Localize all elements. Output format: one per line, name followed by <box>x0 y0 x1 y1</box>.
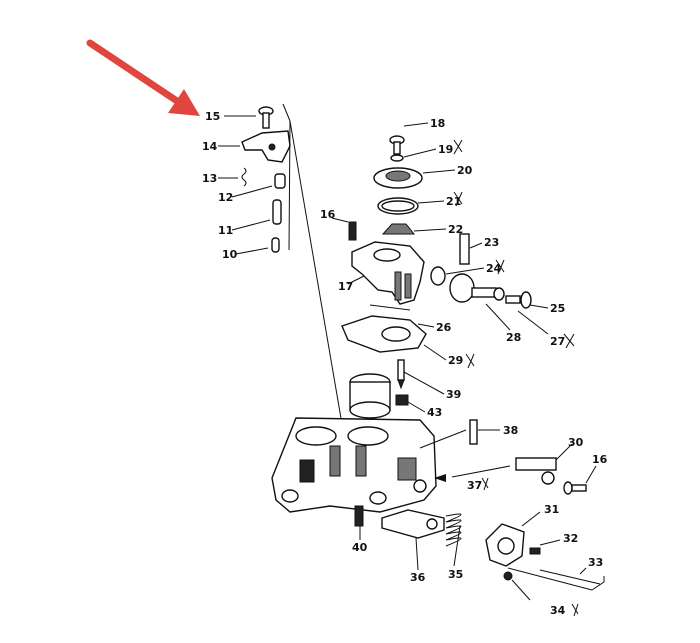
label-38: 38 <box>503 424 518 437</box>
part-33-rod <box>507 567 605 591</box>
part-36-plate <box>381 509 445 571</box>
banjo-fitting <box>449 273 549 335</box>
part-13-spring <box>218 167 247 187</box>
part-20-dome <box>373 167 456 189</box>
label-26: 26 <box>436 321 452 334</box>
label-21: 21 <box>446 195 461 208</box>
label-36: 36 <box>410 571 426 584</box>
part-10-pin <box>235 237 280 255</box>
part-35-spring <box>445 513 462 567</box>
label-15: 15 <box>205 110 220 123</box>
label-22: 22 <box>448 223 463 236</box>
carburetor-main-body <box>271 417 511 513</box>
part-16-screw-lower <box>563 465 597 495</box>
label-34: 34 <box>550 604 566 617</box>
label-31: 31 <box>544 503 559 516</box>
label-28: 28 <box>506 331 521 344</box>
part-26-gasket <box>341 304 435 353</box>
label-25: 25 <box>550 302 565 315</box>
label-19: 19 <box>438 143 453 156</box>
left-parts-group <box>218 103 346 432</box>
label-17: 17 <box>338 280 353 293</box>
part-12-bushing <box>231 173 286 198</box>
label-39: 39 <box>446 388 461 401</box>
label-13: 13 <box>202 172 217 185</box>
part-29-needle <box>397 344 447 390</box>
handwritten-marks <box>453 139 579 617</box>
part-22-cap <box>381 223 447 235</box>
label-12: 12 <box>218 191 233 204</box>
part-25-bolt <box>505 291 549 309</box>
label-40: 40 <box>352 541 368 554</box>
part-18-screw <box>389 122 429 155</box>
part-40-post <box>354 505 364 540</box>
label-18: 18 <box>430 117 445 130</box>
part-43-float <box>349 371 445 419</box>
part-21-gasket-ring <box>377 197 445 215</box>
part-17-housing <box>347 241 425 305</box>
label-32: 32 <box>563 532 578 545</box>
label-43: 43 <box>427 406 442 419</box>
label-33: 33 <box>588 556 603 569</box>
part-30-lever <box>515 443 573 485</box>
part-23-tube <box>459 233 483 265</box>
part-38-jet <box>419 419 500 449</box>
label-23: 23 <box>484 236 499 249</box>
part-34-nut <box>503 571 531 601</box>
label-16-upper: 16 <box>320 208 336 221</box>
label-35: 35 <box>448 568 463 581</box>
part-labels: 15 14 13 12 11 10 18 19 20 21 22 23 24 2… <box>202 110 608 617</box>
red-arrow-icon <box>86 39 200 116</box>
part-32-screw <box>529 539 561 555</box>
label-14: 14 <box>202 140 218 153</box>
part-14-lever <box>218 130 291 163</box>
part-16-screw-upper <box>331 217 357 241</box>
part-11-pin <box>231 199 282 231</box>
part-24-oring <box>430 266 485 286</box>
label-20: 20 <box>457 164 473 177</box>
label-27: 27 <box>550 335 565 348</box>
label-37: 37 <box>467 479 482 492</box>
label-16-lower: 16 <box>592 453 608 466</box>
part-15-screw <box>224 106 274 129</box>
label-30: 30 <box>568 436 584 449</box>
cover-assembly-group <box>331 122 549 419</box>
part-31-housing <box>485 511 541 567</box>
label-29: 29 <box>448 354 463 367</box>
label-24: 24 <box>486 262 502 275</box>
label-10: 10 <box>222 248 238 261</box>
label-11: 11 <box>218 224 233 237</box>
part-19-washer <box>390 148 437 162</box>
